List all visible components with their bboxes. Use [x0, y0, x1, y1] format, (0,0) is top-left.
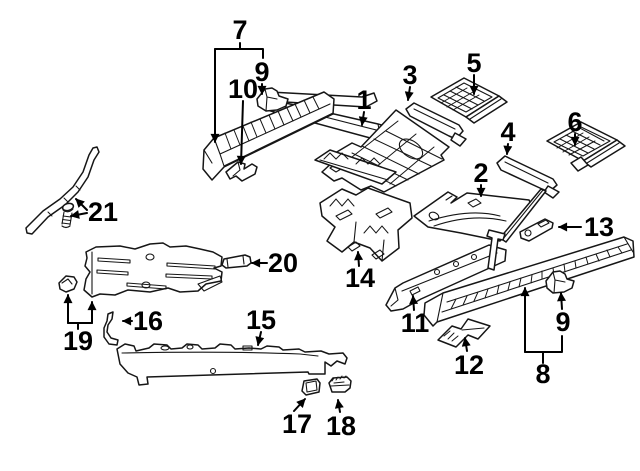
callout-15[interactable]: 15 [246, 305, 276, 335]
part-17-clip [301, 378, 321, 396]
leader-11-arrow [409, 295, 419, 311]
callout-9-top[interactable]: 9 [254, 57, 269, 87]
callout-3[interactable]: 3 [402, 60, 417, 90]
leader-21-arrow-a [75, 198, 88, 211]
part-6-floor-panel [546, 121, 626, 172]
leader-12-arrow [461, 337, 471, 352]
part-15-sill-trim-strip [116, 343, 348, 386]
part-2-rear-floor-pan [413, 191, 533, 242]
leader-7 [214, 42, 264, 59]
undercover-panel [83, 242, 223, 298]
callout-1[interactable]: 1 [356, 85, 371, 115]
part-12-gusset [437, 318, 491, 348]
part-9-clip-bottom [545, 270, 575, 294]
callout-19[interactable]: 19 [63, 326, 93, 356]
part-8-rocker-rail [423, 188, 635, 327]
callout-7[interactable]: 7 [232, 15, 247, 45]
part-7-crossmember [202, 91, 335, 181]
callout-21[interactable]: 21 [88, 197, 118, 227]
part-5-floor-panel [430, 77, 508, 124]
leader-9-bottom-arrow [557, 292, 566, 310]
leader-1-arrow [358, 111, 368, 126]
leader-3-arrow [404, 86, 414, 101]
callout-9-bottom[interactable]: 9 [555, 307, 570, 337]
callout-20[interactable]: 20 [268, 248, 298, 278]
callout-leaders [63, 42, 582, 413]
leader-8 [524, 335, 563, 364]
part-20-plug [221, 254, 252, 269]
callout-12[interactable]: 12 [454, 350, 484, 380]
part-14-crossmember-assembly [314, 149, 413, 262]
callout-labels: 7 9 10 1 3 5 4 6 2 13 21 20 19 16 15 14 … [63, 15, 614, 441]
callout-14[interactable]: 14 [345, 263, 375, 293]
leader-15-arrow [255, 331, 265, 346]
leader-19 [67, 322, 93, 330]
part-16-hook-clip [103, 311, 119, 346]
callout-13[interactable]: 13 [584, 212, 614, 242]
leader-18-arrow [334, 399, 344, 413]
leader-17-arrow [293, 398, 306, 412]
leader-10-arrow [236, 100, 246, 165]
leader-4-arrow [503, 143, 513, 155]
part-18-clip [328, 375, 352, 393]
part-3-crossbar [405, 102, 467, 147]
callout-11[interactable]: 11 [401, 308, 430, 338]
callout-18[interactable]: 18 [326, 411, 356, 441]
callout-8[interactable]: 8 [535, 359, 550, 389]
callout-5[interactable]: 5 [466, 48, 481, 78]
callout-6[interactable]: 6 [567, 107, 582, 137]
callout-10[interactable]: 10 [228, 74, 258, 104]
part-4-crossbar [496, 155, 560, 199]
leader-14-arrow [354, 251, 364, 267]
callout-17[interactable]: 17 [282, 409, 312, 439]
part-21-bolt [61, 202, 75, 229]
part-13-bracket [519, 218, 554, 242]
leader-21-arrow-b [70, 210, 88, 219]
callout-16[interactable]: 16 [133, 306, 163, 336]
part-21-brace-bar [25, 146, 100, 235]
part-11-side-rail [385, 244, 507, 312]
callout-4[interactable]: 4 [500, 117, 515, 147]
callout-2[interactable]: 2 [473, 158, 488, 188]
part-19-clip [58, 275, 78, 293]
